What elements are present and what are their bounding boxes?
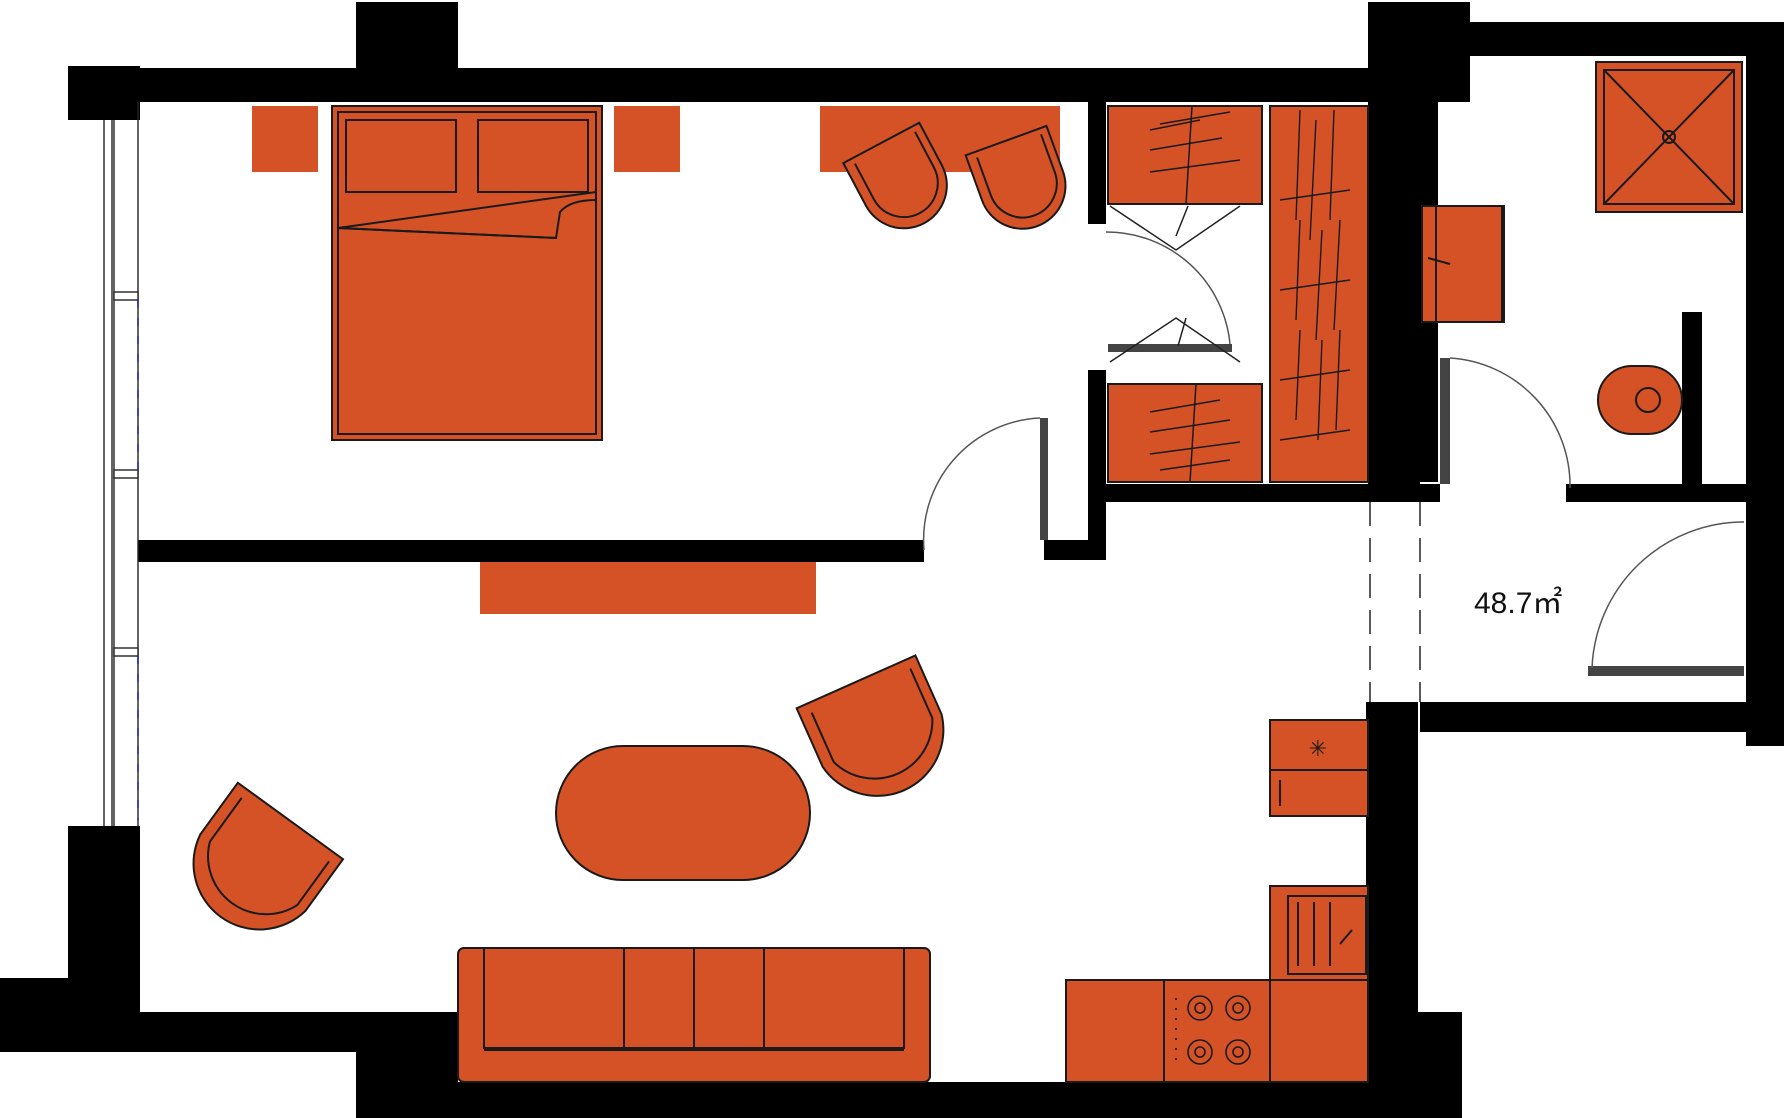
door-bathroom-swing [1449, 357, 1571, 489]
wall-bottom-main [356, 1082, 1462, 1118]
door-bedroom-swing [922, 417, 1041, 551]
wall-left-upper [68, 66, 106, 120]
pillow-right [477, 119, 589, 193]
wall-top-right-block [1368, 2, 1470, 102]
wardrobe-fold-lines [1109, 205, 1241, 363]
sofa [457, 947, 931, 1083]
wall-entry-bottom-right [1746, 686, 1784, 746]
bed-blanket-fold [337, 190, 597, 240]
wall-wardrobe-left-top [1088, 102, 1106, 224]
doors [922, 205, 1745, 702]
wall-bathroom-right [1746, 22, 1784, 522]
wall-top [138, 68, 1372, 102]
svg-text:✳: ✳ [1309, 737, 1327, 762]
area-label: 48.7㎡ [1474, 587, 1563, 620]
kitchen-counter [1065, 979, 1369, 1083]
door-bathroom-leaf [1440, 358, 1450, 484]
wall-bathroom-bottom-left [1420, 484, 1440, 502]
kitchen-fridge: ✳ [1269, 719, 1369, 817]
cooktop [1175, 995, 1251, 1065]
wall-left-foot [0, 978, 140, 1018]
wall-bottom-left-block [356, 1012, 458, 1118]
wall-bathroom-top [1468, 22, 1784, 56]
wardrobe-tall [1269, 105, 1369, 483]
desk-chair-right [964, 124, 1067, 230]
wall-wardrobe-stub [1044, 540, 1106, 560]
window-left [103, 102, 139, 826]
door-wardrobe-swing [1105, 231, 1231, 345]
nightstand-right [614, 106, 680, 172]
wall-entry-bottom [1420, 702, 1752, 732]
coffee-table [555, 745, 811, 881]
toilet [1597, 365, 1683, 435]
wardrobe-small-bottom [1107, 383, 1263, 483]
door-entrance-leaf [1588, 666, 1744, 676]
wall-top-pillar [356, 2, 458, 102]
wardrobe-small-top [1107, 105, 1263, 205]
wall-wardrobe-bottom [1088, 484, 1424, 502]
wall-entry-right [1746, 520, 1784, 686]
wall-bathroom-bottom-right [1566, 484, 1752, 502]
shower [1595, 61, 1743, 213]
furniture: ✳ [192, 61, 1743, 1083]
armchair-left [192, 781, 345, 931]
wall-kitchen-corner [1366, 1012, 1462, 1118]
tv-unit [480, 562, 816, 614]
kitchen-sink [1269, 885, 1369, 985]
nightstand-left [252, 106, 318, 172]
pillow-left [345, 119, 457, 193]
bathroom-sink [1421, 205, 1505, 323]
door-bedroom-leaf [1040, 418, 1048, 540]
double-bed [331, 105, 603, 441]
desk-chair-left [841, 121, 948, 230]
door-entrance-swing [1591, 521, 1745, 669]
armchair-right [795, 654, 945, 797]
wall-wardrobe-left-bottom [1088, 370, 1106, 560]
door-wardrobe-leaf [1108, 344, 1232, 352]
wall-bedroom-divider [138, 540, 924, 562]
wall-toilet-partition [1682, 312, 1702, 484]
